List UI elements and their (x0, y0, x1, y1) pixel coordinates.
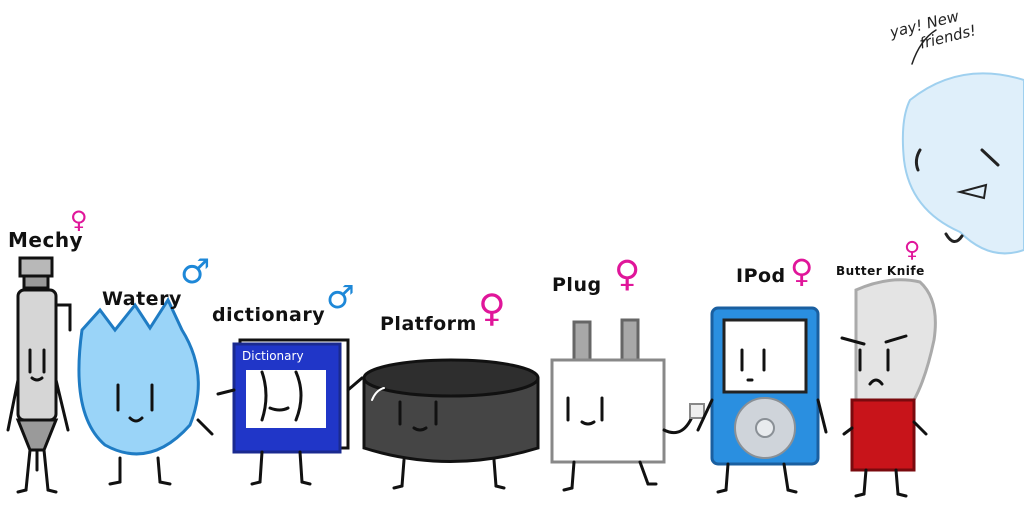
female-symbol-butter-knife: ♀ (904, 238, 921, 263)
male-symbol-dictionary: ♂ (326, 278, 355, 316)
butter-knife-character (840, 278, 937, 498)
name-dictionary: dictionary (212, 304, 326, 326)
platform-character (362, 358, 540, 490)
plug-character (550, 318, 705, 492)
ghost-figure (901, 29, 1024, 255)
name-platform: Platform (380, 313, 477, 335)
dictionary-cover-text: Dictionary (242, 349, 304, 363)
name-plug: Plug (552, 274, 602, 296)
name-butter-knife: Butter Knife (836, 264, 925, 278)
female-symbol-platform: ♀ (478, 286, 506, 330)
watery-character (77, 296, 214, 486)
female-symbol-plug: ♀ (614, 254, 641, 295)
ipod-character (696, 306, 828, 494)
name-ipod: IPod (736, 265, 786, 287)
name-mechy: Mechy (8, 228, 84, 252)
female-symbol-mechy: ♀ (70, 206, 88, 234)
dictionary-character (216, 338, 364, 486)
name-watery: Watery (102, 288, 182, 310)
female-symbol-ipod: ♀ (790, 252, 814, 290)
male-symbol-watery: ♂ (180, 252, 211, 292)
mechy-character (6, 256, 72, 494)
